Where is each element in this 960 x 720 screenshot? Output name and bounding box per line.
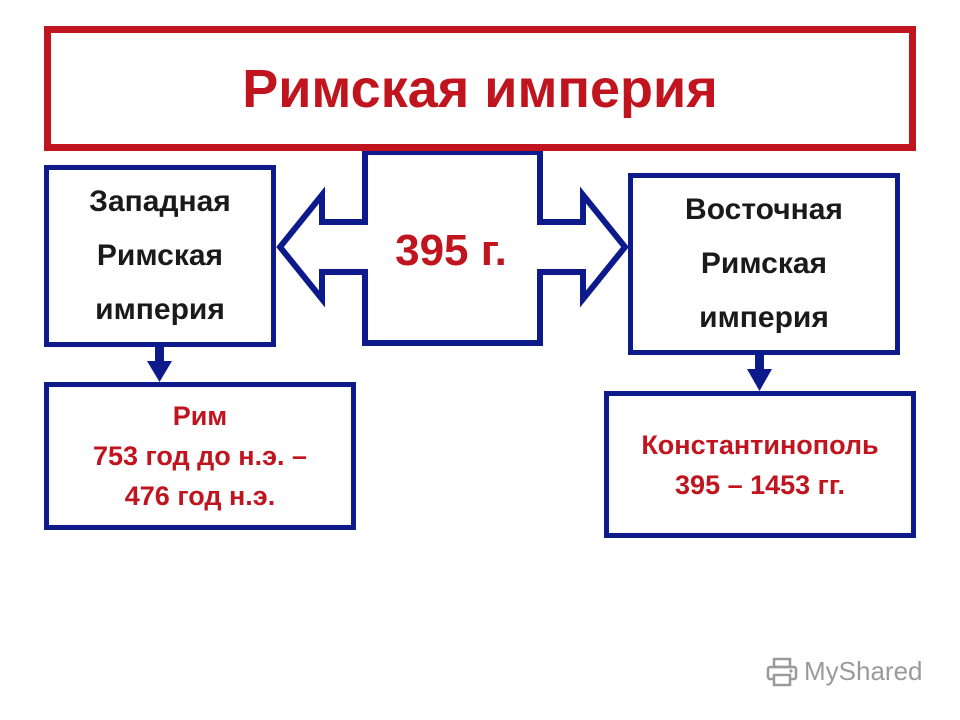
year-label: 395 г. xyxy=(395,226,507,275)
east-capital-line-1: Константинополь xyxy=(641,429,879,460)
east-line-2: Римская xyxy=(700,247,828,280)
east-capital-box: Константинополь 395 – 1453 гг. xyxy=(604,391,916,538)
down-arrow-west xyxy=(147,347,172,382)
title-box: Римская империя xyxy=(44,26,916,151)
west-line-1: Западная xyxy=(89,185,231,218)
west-line-3: империя xyxy=(95,293,225,326)
east-line-1: Восточная xyxy=(685,193,843,226)
west-capital-box: Рим 753 год до н.э. – 476 год н.э. xyxy=(44,382,356,530)
printer-icon xyxy=(766,657,798,686)
west-empire-box: Западная Римская империя xyxy=(44,165,276,347)
west-capital-line-3: 476 год н.э. xyxy=(124,481,276,511)
east-capital-line-2: 395 – 1453 гг. xyxy=(675,469,845,500)
down-arrow-east xyxy=(747,355,772,391)
west-line-2: Римская xyxy=(96,239,224,272)
east-empire-box: Восточная Римская империя xyxy=(628,173,900,355)
east-line-3: империя xyxy=(699,301,829,334)
watermark-text: MyShared xyxy=(804,656,923,686)
west-capital-line-1: Рим xyxy=(172,401,228,431)
west-capital-line-2: 753 год до н.э. – xyxy=(92,441,308,471)
page-title: Римская империя xyxy=(242,58,718,119)
watermark: MyShared xyxy=(766,656,923,687)
double-arrow-395 xyxy=(276,149,629,346)
